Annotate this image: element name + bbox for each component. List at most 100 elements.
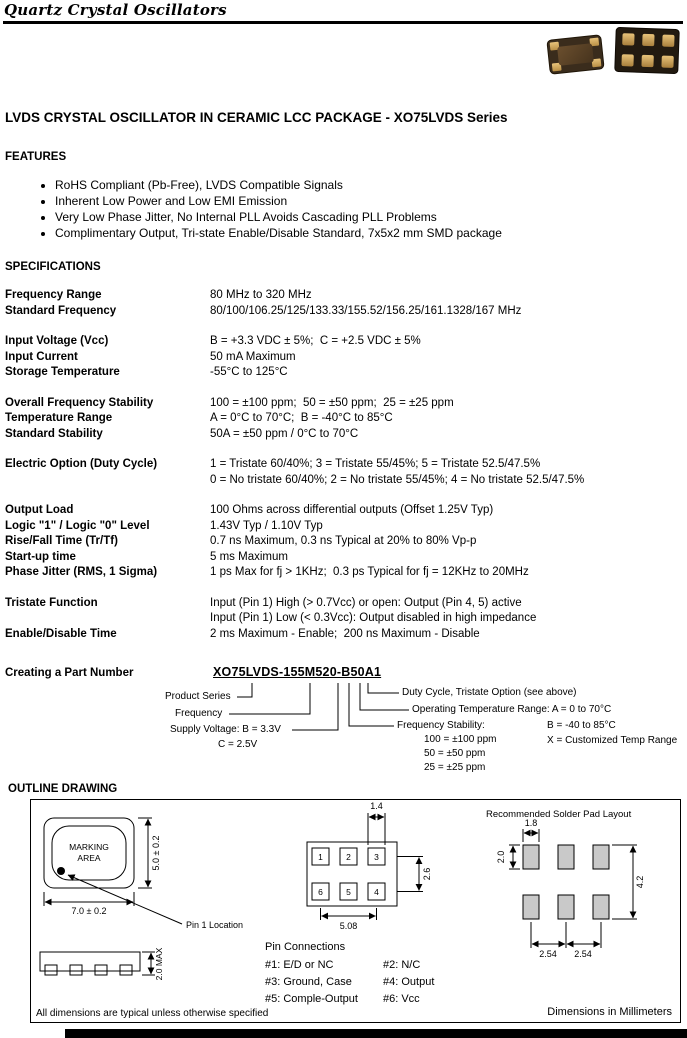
spec-label [5, 611, 210, 627]
part-number-example: XO75LVDS-155M520-B50A1 [213, 665, 382, 679]
spec-row: Input (Pin 1) Low (< 0.3Vcc): Output dis… [5, 611, 683, 627]
spec-value: 100 = ±100 ppm; 50 = ±50 ppm; 25 = ±25 p… [210, 396, 454, 409]
pin1-dot [57, 867, 65, 875]
features-list: RoHS Compliant (Pb-Free), LVDS Compatibl… [55, 177, 665, 241]
dim-side-height [142, 951, 155, 976]
spec-label: Overall Frequency Stability [5, 396, 154, 409]
spec-row: Enable/Disable Time 2 ms Maximum - Enabl… [5, 627, 683, 643]
page-title: LVDS CRYSTAL OSCILLATOR IN CERAMIC LCC P… [5, 110, 508, 125]
spec-value: 100 Ohms across differential outputs (Of… [210, 504, 494, 516]
marking-area-label-2: AREA [77, 853, 100, 863]
chip-lid [557, 43, 594, 66]
dim-row-pitch [397, 856, 423, 892]
spec-row: Electric Option (Duty Cycle) 1 = Tristat… [5, 457, 683, 473]
pad-number-4: 4 [374, 887, 379, 897]
chip-pad [661, 55, 674, 68]
spec-row: Storage Temperature -55°C to 125°C [5, 365, 683, 381]
dim-package-width [43, 892, 135, 906]
spec-label: Frequency Range [5, 289, 102, 301]
chip-pad [641, 54, 654, 68]
spec-row: Rise/Fall Time (Tr/Tf) 0.7 ns Maximum, 0… [5, 534, 683, 550]
dim-pad-width [367, 813, 386, 845]
dim-solder-outer-height-label: 4.2 [635, 876, 645, 889]
spec-row: Standard Stability 50A = ±50 ppm / 0°C t… [5, 427, 683, 443]
spec-value: 5 ms Maximum [210, 550, 288, 563]
spec-value: Input (Pin 1) High (> 0.7Vcc) or open: O… [210, 596, 522, 609]
chip-pad [662, 34, 675, 47]
package-side-view [39, 951, 141, 976]
footer-bar [65, 1029, 687, 1038]
spec-row: Overall Frequency Stability 100 = ±100 p… [5, 396, 683, 412]
pin1-leader-line [67, 874, 183, 925]
spec-value: 80 MHz to 320 MHz [210, 289, 312, 301]
dim-solder-pitch [530, 922, 602, 948]
spec-row: Start-up time 5 ms Maximum [5, 550, 683, 566]
spec-label: Temperature Range [5, 412, 113, 424]
oscillator-photo-top [546, 34, 605, 75]
callout-temp-range-b: B = -40 to 85°C [547, 720, 616, 731]
spec-value: 0.7 ns Maximum, 0.3 ns Typical at 20% to… [210, 535, 477, 547]
spec-label: Standard Frequency [5, 304, 117, 317]
spec-group-output: Output Load 100 Ohms across differential… [5, 503, 683, 581]
feature-item: Complimentary Output, Tri-state Enable/D… [55, 225, 665, 241]
package-top-view [43, 817, 135, 889]
pin-connection-1: #1: E/D or NC [265, 959, 334, 971]
marking-area-label-1: MARKING [69, 842, 109, 852]
spec-label: Standard Stability [5, 427, 103, 440]
spec-value: 0 = No tristate 60/40%; 2 = No tristate … [210, 473, 585, 486]
spec-label: Start-up time [5, 550, 76, 563]
brand-title: Quartz Crystal Oscillators [4, 1, 227, 19]
spec-value: 50 mA Maximum [210, 350, 296, 363]
callout-stability-100: 100 = ±100 ppm [424, 734, 497, 745]
pad-number-2: 2 [346, 852, 351, 862]
pad-number-5: 5 [346, 887, 351, 897]
land-pattern [306, 841, 398, 907]
dim-pad-width-label: 1.4 [370, 801, 383, 811]
dimensions-units: Dimensions in Millimeters [547, 1006, 672, 1018]
pad-number-3: 3 [374, 852, 379, 862]
pin-connection-6: #6: Vcc [383, 993, 420, 1005]
pad-number-1: 1 [318, 852, 323, 862]
callout-stability-25: 25 = ±25 ppm [424, 762, 486, 773]
feature-item: RoHS Compliant (Pb-Free), LVDS Compatibl… [55, 177, 665, 193]
pin-connection-4: #4: Output [383, 976, 435, 988]
spec-row: Tristate Function Input (Pin 1) High (> … [5, 596, 683, 612]
solder-pad-layout-title: Recommended Solder Pad Layout [486, 809, 632, 820]
chip-pad [642, 33, 655, 47]
callout-supply-voltage: Supply Voltage: B = 3.3V [170, 724, 281, 735]
spec-value: 1 = Tristate 60/40%; 3 = Tristate 55/45%… [210, 458, 541, 470]
features-heading: FEATURES [5, 151, 67, 163]
spec-value: A = 0°C to 70°C; B = -40°C to 85°C [210, 412, 393, 424]
spec-row: Temperature Range A = 0°C to 70°C; B = -… [5, 411, 683, 427]
spec-value: Input (Pin 1) Low (< 0.3Vcc): Output dis… [210, 612, 537, 624]
spec-label: Output Load [5, 504, 74, 516]
spec-row: Input Voltage (Vcc) B = +3.3 VDC ± 5%; C… [5, 334, 683, 350]
spec-row: 0 = No tristate 60/40%; 2 = No tristate … [5, 473, 683, 489]
callout-stability: Frequency Stability: [397, 720, 485, 731]
spec-row: Logic "1" / Logic "0" Level 1.43V Typ / … [5, 519, 683, 535]
callout-temp-range-x: X = Customized Temp Range [547, 735, 678, 746]
spec-group-stability: Overall Frequency Stability 100 = ±100 p… [5, 396, 683, 443]
chip-pad [621, 54, 634, 67]
outline-drawing: MARKING AREA 5.0 ± 0.2 7.0 ± 0.2 Pin 1 L… [39, 801, 645, 980]
specifications-heading: SPECIFICATIONS [5, 261, 101, 273]
dim-solder-pad-width-label: 1.8 [525, 818, 538, 828]
spec-label: Input Current [5, 350, 78, 363]
spec-value: -55°C to 125°C [210, 366, 288, 378]
spec-group-electrical: Input Voltage (Vcc) B = +3.3 VDC ± 5%; C… [5, 334, 683, 381]
spec-label: Input Voltage (Vcc) [5, 335, 109, 347]
outline-drawing-box: MARKING AREA 5.0 ± 0.2 7.0 ± 0.2 Pin 1 L… [30, 799, 681, 1023]
spec-label [5, 473, 210, 489]
spec-value: 50A = ±50 ppm / 0°C to 70°C [210, 427, 359, 440]
dim-solder-pad-height-label: 2.0 [496, 851, 506, 864]
spec-value: 1.43V Typ / 1.10V Typ [210, 519, 323, 532]
spec-label: Phase Jitter (RMS, 1 Sigma) [5, 566, 158, 578]
callout-temp-range: Operating Temperature Range: A = 0 to 70… [412, 704, 612, 715]
feature-item: Very Low Phase Jitter, No Internal PLL A… [55, 209, 665, 225]
spec-row: Frequency Range 80 MHz to 320 MHz [5, 288, 683, 304]
spec-label: Enable/Disable Time [5, 627, 117, 640]
dim-solder-pitch-left-label: 2.54 [539, 949, 557, 959]
dim-package-width-label: 7.0 ± 0.2 [72, 906, 107, 916]
dim-pad-span-label: 5.08 [340, 921, 358, 931]
